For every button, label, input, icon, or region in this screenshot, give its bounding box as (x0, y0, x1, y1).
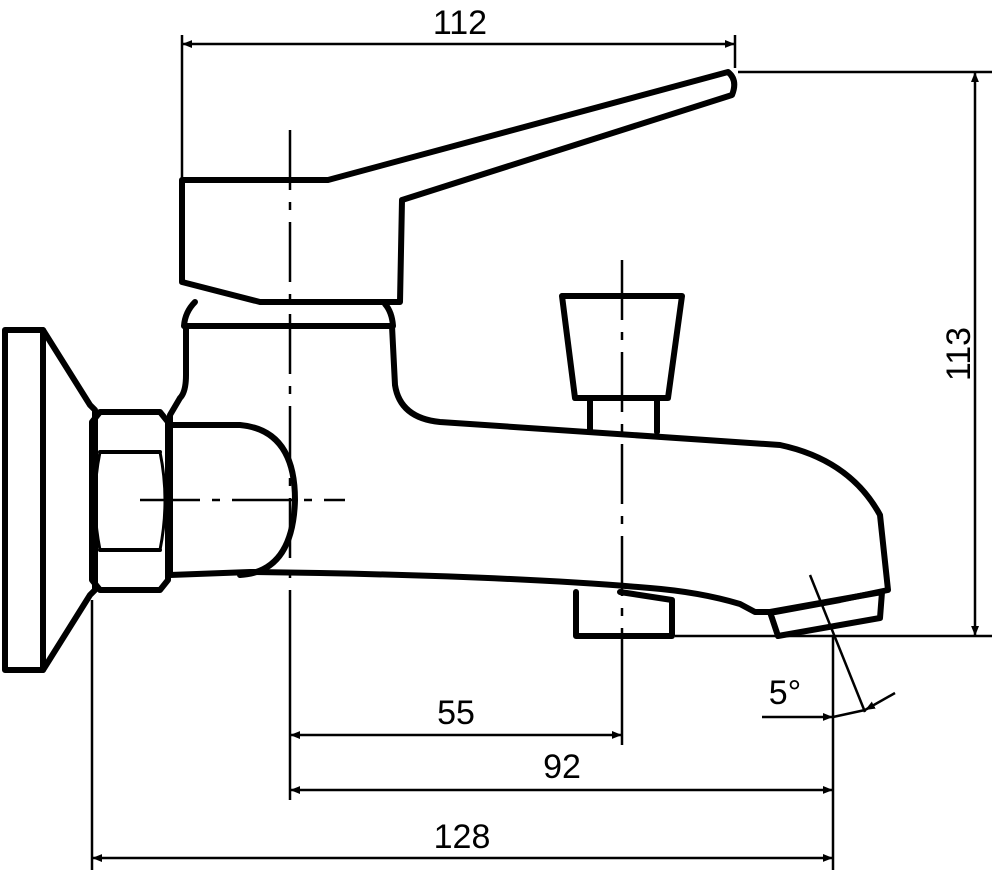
bottom-nut (573, 589, 675, 639)
dim-label-92: 92 (543, 748, 581, 786)
dim-label-angle: 5° (769, 674, 802, 712)
aerator (767, 589, 885, 639)
dim-label-112: 112 (433, 4, 487, 42)
dim-line-angle-arc (832, 708, 866, 719)
dim-label-113: 113 (940, 327, 978, 381)
wall-flange (2, 327, 98, 673)
lever-handle (179, 69, 738, 329)
diverter-knob (559, 293, 685, 435)
dim-label-55: 55 (437, 694, 475, 732)
round-cap (169, 422, 298, 578)
extension-lines (90, 35, 992, 870)
dim-line-angle-right (864, 691, 896, 712)
dim-label-128: 128 (434, 818, 491, 856)
faucet-body (167, 323, 891, 615)
